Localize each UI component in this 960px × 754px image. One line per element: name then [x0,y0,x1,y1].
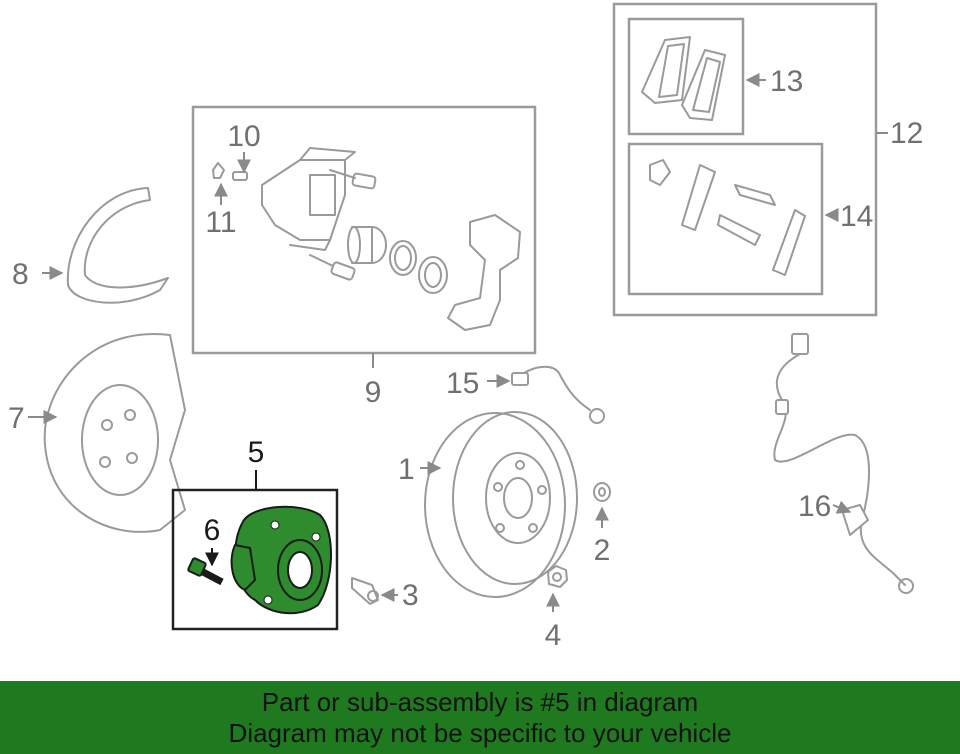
callout-10: 10 [227,120,260,153]
guide-pin-bottom-part [309,254,356,281]
bleeder-cap-part [212,162,225,179]
dust-boot-part [418,256,448,294]
callout-12: 12 [890,117,923,150]
sensor-harness-group: 16 [773,333,914,594]
banner-line-1: Part or sub-assembly is #5 in diagram [261,687,699,717]
brake-rotor-group: 1 [398,411,578,598]
bleeder-screw-part [232,171,248,181]
hub-bolt-part [187,557,224,586]
caliper-body-part [261,159,346,241]
washer-group: 2 [593,482,611,567]
pad-spring-part [681,164,716,231]
callout-14: 14 [840,200,873,233]
rotor-screw-part [351,577,379,605]
nut-group: 4 [545,565,568,652]
callout-16: 16 [798,490,831,523]
washer-part [593,482,611,502]
wheel-speed-sensor-group: 15 [446,365,605,424]
callout-9: 9 [365,376,382,409]
parking-brake-shoe-group: 8 [12,187,169,304]
caliper-group: 10 11 9 [191,105,537,409]
pad-kit-group: 13 14 12 [612,2,923,317]
parking-brake-shoe-part [66,187,169,304]
brake-rotor-part [424,412,566,598]
pad-spring-2-part [772,209,806,276]
backing-plate-center [81,384,159,496]
banner-line-2: Diagram may not be specific to your vehi… [228,718,732,748]
harness-connector-part [791,333,809,355]
callout-3: 3 [402,579,419,612]
hardware-box [627,142,824,296]
nut-part [547,565,568,588]
seal-ring-part [389,240,417,276]
callout-1: 1 [398,453,415,486]
callout-5: 5 [248,436,265,469]
anti-rattle-clip-part [734,184,776,206]
anti-rattle-clip-2-part [717,214,761,246]
callout-15: 15 [446,367,479,400]
callout-4: 4 [545,619,562,652]
guide-pin-top-part [329,169,377,190]
brake-pad-outer-part [681,49,726,121]
piston-part [347,226,387,264]
callout-6: 6 [204,514,221,547]
hub-assembly-group: 5 6 [171,436,339,631]
backing-plate-part [43,332,186,533]
info-banner: Part or sub-assembly is #5 in diagram Di… [0,681,960,754]
backing-plate-group: 7 [8,332,186,533]
callout-7: 7 [8,402,25,435]
caliper-group-box [191,105,537,355]
sensor-harness-part [773,353,906,586]
callout-8: 8 [12,258,29,291]
pad-clip-part [649,159,671,186]
pads-box [627,17,745,136]
rotor-screw-group: 3 [351,577,419,612]
hub-flange-back [230,543,257,592]
parts-diagram: 10 11 9 13 14 12 8 [8,2,923,652]
callout-13: 13 [770,65,803,98]
caliper-bracket-part [447,214,521,331]
callout-11: 11 [205,206,236,239]
wheel-speed-sensor-part [514,365,591,411]
pad-kit-box [612,2,878,317]
rotor-hat [485,452,551,544]
callout-2: 2 [594,534,611,567]
